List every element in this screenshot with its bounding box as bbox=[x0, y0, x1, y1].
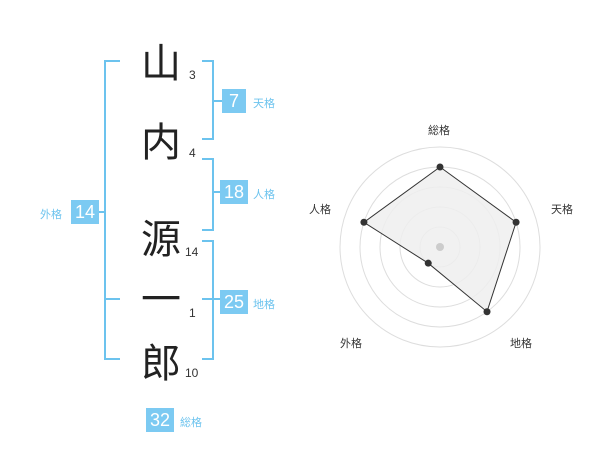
gaikaku-bracket-vertical bbox=[104, 60, 106, 360]
stroke-count-1: 3 bbox=[189, 68, 196, 82]
radar-label-gaikaku: 外格 bbox=[340, 337, 362, 350]
radar-label-tenkaku: 天格 bbox=[551, 203, 573, 216]
stroke-count-3: 14 bbox=[185, 245, 199, 259]
gaikaku-connector bbox=[98, 211, 106, 213]
tenkaku-bracket-top bbox=[202, 60, 214, 62]
radar-point-tenkaku bbox=[512, 218, 520, 226]
tenkaku-bracket-bottom bbox=[202, 138, 214, 140]
radar-label-chikaku: 地格 bbox=[510, 337, 532, 350]
chikaku-label: 地格 bbox=[253, 298, 275, 311]
chikaku-bracket-split bbox=[202, 298, 214, 300]
radar-polygon bbox=[363, 166, 517, 313]
jinkaku-bracket-top bbox=[202, 158, 214, 160]
radar-label-jinkaku: 人格 bbox=[309, 203, 331, 216]
stroke-count-5: 10 bbox=[185, 366, 199, 380]
jinkaku-bracket-vertical bbox=[212, 158, 214, 231]
radar-center-dot bbox=[436, 243, 444, 251]
chikaku-value: 25 bbox=[220, 290, 248, 314]
chikaku-bracket-vertical bbox=[212, 240, 214, 360]
name-char-4: 一 bbox=[141, 277, 181, 323]
tenkaku-label: 天格 bbox=[253, 97, 275, 110]
jinkaku-connector bbox=[212, 191, 222, 193]
soukaku-label: 総格 bbox=[180, 416, 202, 429]
name-char-2: 内 bbox=[141, 120, 181, 166]
radar-point-soukaku bbox=[436, 163, 444, 171]
radar-point-jinkaku bbox=[360, 218, 368, 226]
chikaku-connector bbox=[212, 298, 222, 300]
name-char-5: 郎 bbox=[141, 341, 181, 387]
name-char-1: 山 bbox=[141, 41, 181, 87]
gaikaku-label: 外格 bbox=[40, 208, 62, 221]
radar-label-soukaku: 総格 bbox=[428, 124, 450, 137]
gaikaku-bracket-bottom bbox=[104, 358, 120, 360]
name-char-3: 源 bbox=[141, 217, 181, 263]
chikaku-bracket-top bbox=[202, 240, 214, 242]
jinkaku-value: 18 bbox=[220, 180, 248, 204]
tenkaku-connector bbox=[212, 100, 222, 102]
radar-point-gaikaku bbox=[424, 259, 432, 267]
stroke-count-4: 1 bbox=[189, 306, 196, 320]
soukaku-value: 32 bbox=[146, 408, 174, 432]
jinkaku-bracket-bottom bbox=[202, 229, 214, 231]
gaikaku-bracket-top bbox=[104, 60, 120, 62]
tenkaku-value: 7 bbox=[222, 89, 246, 113]
radar-ring-5 bbox=[339, 146, 541, 348]
stroke-count-2: 4 bbox=[189, 146, 196, 160]
gaikaku-bracket-split-left bbox=[104, 298, 120, 300]
chikaku-bracket-bottom bbox=[202, 358, 214, 360]
radar-point-chikaku bbox=[483, 308, 491, 316]
gaikaku-value: 14 bbox=[71, 200, 99, 224]
jinkaku-label: 人格 bbox=[253, 188, 275, 201]
